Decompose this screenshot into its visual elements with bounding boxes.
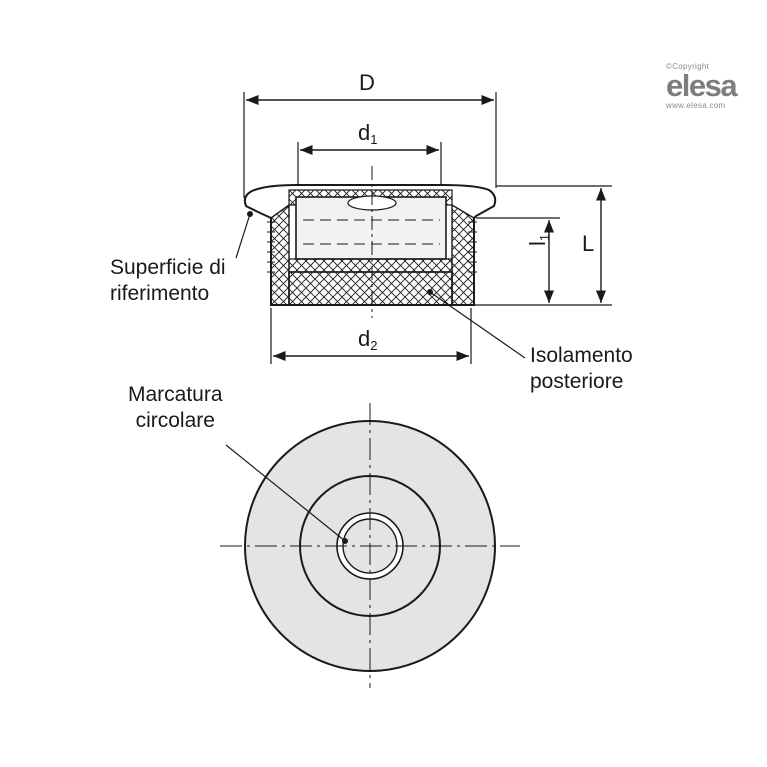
dimension-label-L: L	[582, 231, 595, 256]
elesa-logo: ©Copyright elesa www.elesa.com	[666, 62, 762, 110]
back-insulation-section	[288, 271, 453, 306]
right-wall-section	[451, 203, 475, 306]
thread-marks-left	[267, 221, 275, 273]
dimension-label-d1: d1	[358, 120, 378, 147]
leader-circular-marking	[225, 444, 348, 544]
logo-website: www.elesa.com	[666, 101, 726, 110]
left-wall-section	[270, 203, 290, 306]
inner-base-section	[288, 258, 453, 273]
callout-back-insulation: Isolamento posteriore	[530, 343, 633, 395]
dimension-label-d2: d2	[358, 326, 378, 353]
callout-reference-surface-line1: Superficie di	[110, 256, 226, 279]
leader-back-insulation	[427, 289, 526, 359]
callout-back-insulation-line2: posteriore	[530, 370, 624, 393]
dimension-label-l1: l1	[525, 233, 552, 246]
thread-marks-right	[468, 221, 477, 273]
callout-reference-surface: Superficie di riferimento	[110, 255, 226, 307]
leader-reference-surface	[235, 211, 253, 259]
front-view	[220, 403, 520, 688]
callout-back-insulation-line1: Isolamento	[530, 344, 633, 367]
callout-reference-surface-line2: riferimento	[110, 282, 210, 305]
logo-brand: elesa	[666, 68, 738, 103]
dimension-label-D: D	[359, 70, 375, 95]
callout-circular-marking-line2: circolare	[135, 409, 215, 432]
callout-circular-marking: Marcatura circolare	[128, 382, 223, 434]
callout-circular-marking-line1: Marcatura	[128, 383, 223, 406]
section-view	[235, 92, 612, 364]
logo-copyright: ©Copyright	[666, 62, 710, 71]
